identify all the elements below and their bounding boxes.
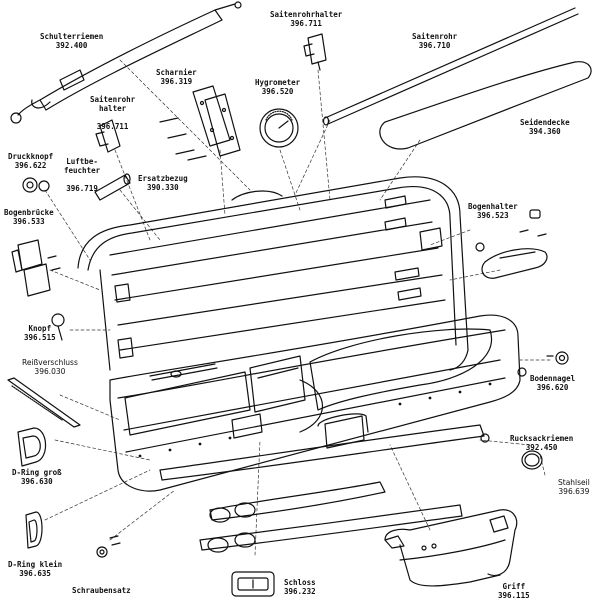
bow-bridge-drawing	[11, 239, 61, 297]
part-name: Luftbe- feuchter	[64, 157, 101, 175]
part-name: Druckknopf	[8, 152, 54, 161]
part-name: Schulterriemen	[40, 32, 104, 41]
label-schloss: Schloss 396.232	[284, 578, 316, 596]
leader-lines	[44, 59, 551, 556]
part-number: 394.360	[529, 127, 561, 136]
part-name: Hygrometer	[255, 78, 301, 87]
part-number: 396.630	[21, 477, 53, 486]
hygrometer-drawing	[259, 108, 299, 148]
violin-case-drawing	[77, 176, 527, 492]
press-button-drawing	[22, 177, 50, 193]
part-name: Ersatzbezug	[138, 174, 188, 183]
label-saitenrohrhalter: Saitenrohrhalter 396.711	[270, 10, 342, 28]
part-name: Saitenrohr halter	[90, 95, 136, 113]
zipper-drawing	[7, 377, 81, 428]
label-knopf: Knopf 396.515	[24, 324, 56, 342]
part-name: Griff	[502, 582, 526, 591]
label-ersatzbezug: Ersatzbezug 390.330	[138, 174, 188, 192]
part-number: 396.523	[477, 211, 509, 220]
part-name: Saitenrohr	[412, 32, 458, 41]
string-tube-holder-left-drawing	[95, 119, 121, 153]
part-name: Seidendecke	[520, 118, 570, 127]
part-number: 396.515	[24, 333, 56, 342]
handle-drawing	[384, 509, 518, 587]
bottom-stud-drawing	[546, 351, 569, 365]
d-ring-small-drawing	[25, 511, 43, 549]
part-number: 396.639	[558, 487, 590, 496]
part-name: Knopf	[28, 324, 52, 333]
label-scharnier: Scharnier 396.319	[156, 68, 197, 86]
label-luftbefeuchter: Luftbe- feuchter 396.719	[64, 148, 100, 202]
screw-set-drawing	[96, 535, 121, 558]
silk-cover-drawing	[379, 61, 592, 150]
part-name: Rucksackriemen	[510, 434, 574, 443]
string-tube-holder-top-drawing	[303, 33, 327, 71]
label-dring-gross: D-Ring groß 396.630	[12, 468, 62, 486]
part-name: Reißverschluss	[22, 358, 78, 367]
part-name: Bogenbrücke	[4, 208, 54, 217]
label-saitenrohr-halter: Saitenrohr halter 396.711	[90, 86, 135, 140]
label-rucksackriemen: Rucksackriemen 392.450	[510, 434, 573, 452]
label-bogenbruecke: Bogenbrücke 396.533	[4, 208, 54, 226]
hinge-drawing	[159, 85, 241, 161]
string-tube-drawing	[322, 7, 579, 126]
label-hygrometer: Hygrometer 396.520	[255, 78, 300, 96]
label-schraubensatz: Schraubensatz	[72, 586, 131, 595]
shoulder-strap-drawing	[10, 1, 242, 124]
lock-drawing	[231, 571, 275, 597]
part-name: D-Ring groß	[12, 468, 62, 477]
part-name: D-Ring klein	[8, 560, 63, 569]
label-saitenrohr: Saitenrohr 396.710	[412, 32, 457, 50]
part-number: 396.711	[96, 122, 129, 131]
knob-drawing	[51, 313, 65, 341]
part-number: 396.232	[284, 587, 316, 596]
backpack-strap-drawing	[159, 424, 490, 553]
part-number: 392.450	[525, 443, 558, 452]
label-seidendecke: Seidendecke 394.360	[520, 118, 570, 136]
label-griff: Griff 396.115	[498, 582, 530, 600]
part-number: 396.635	[19, 569, 51, 578]
part-name: Scharnier	[156, 68, 197, 77]
bow-holder-drawing	[475, 209, 548, 279]
part-name: Stahlseil	[558, 478, 590, 487]
part-name: Bodennagel	[530, 374, 576, 383]
part-number: 396.620	[536, 383, 569, 392]
part-number: 396.030	[34, 367, 66, 376]
part-number: 396.711	[290, 19, 322, 28]
label-schulterriemen: Schulterriemen 392.400	[40, 32, 103, 50]
part-number: 396.115	[498, 591, 530, 600]
part-number: 396.533	[13, 217, 45, 226]
part-number: 396.319	[160, 77, 193, 86]
part-number: 396.622	[14, 161, 47, 170]
d-ring-large-drawing	[17, 427, 47, 467]
part-number: 396.719	[66, 184, 98, 193]
part-number: 396.710	[418, 41, 451, 50]
steel-cable-drawing	[521, 450, 543, 470]
part-name: Schraubensatz	[72, 586, 131, 595]
label-druckknopf: Druckknopf 396.622	[8, 152, 53, 170]
label-bodennagel: Bodennagel 396.620	[530, 374, 575, 392]
part-number: 396.520	[261, 87, 294, 96]
humidifier-drawing	[94, 173, 131, 201]
label-reissverschluss: Reißverschluss 396.030	[22, 358, 78, 376]
label-bogenhalter: Bogenhalter 396.523	[468, 202, 518, 220]
label-stahlseil: Stahlseil 396.639	[558, 478, 590, 496]
part-name: Schloss	[284, 578, 316, 587]
part-number: 390.330	[147, 183, 179, 192]
part-name: Bogenhalter	[468, 202, 518, 211]
part-name: Saitenrohrhalter	[270, 10, 343, 19]
label-dring-klein: D-Ring klein 396.635	[8, 560, 62, 578]
part-number: 392.400	[55, 41, 88, 50]
